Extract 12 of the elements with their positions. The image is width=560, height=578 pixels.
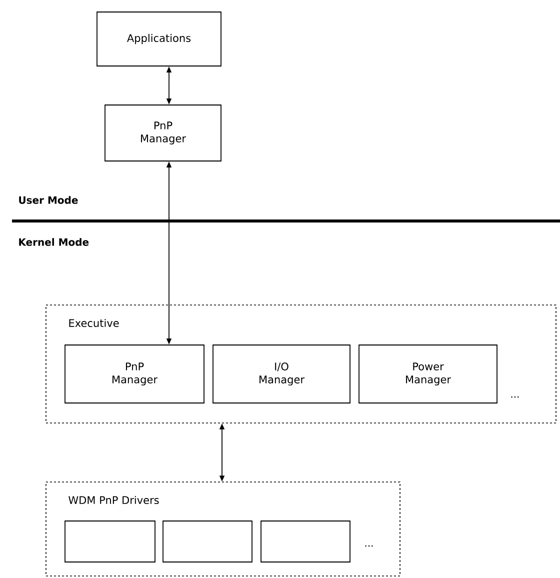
ellipsis: ...	[511, 396, 519, 398]
component-box: I/O Manager	[212, 344, 350, 404]
component-box: PnP Manager	[64, 344, 204, 404]
component-box: Power Manager	[358, 344, 498, 404]
component-box	[64, 520, 156, 562]
component-box: PnP Manager	[104, 104, 222, 162]
component-box	[260, 520, 350, 562]
ellipsis: ...	[365, 545, 373, 547]
component-box	[162, 520, 252, 562]
component-box: Applications	[96, 12, 222, 66]
mode-label: Kernel Mode	[19, 238, 89, 246]
mode-label: User Mode	[19, 196, 78, 204]
